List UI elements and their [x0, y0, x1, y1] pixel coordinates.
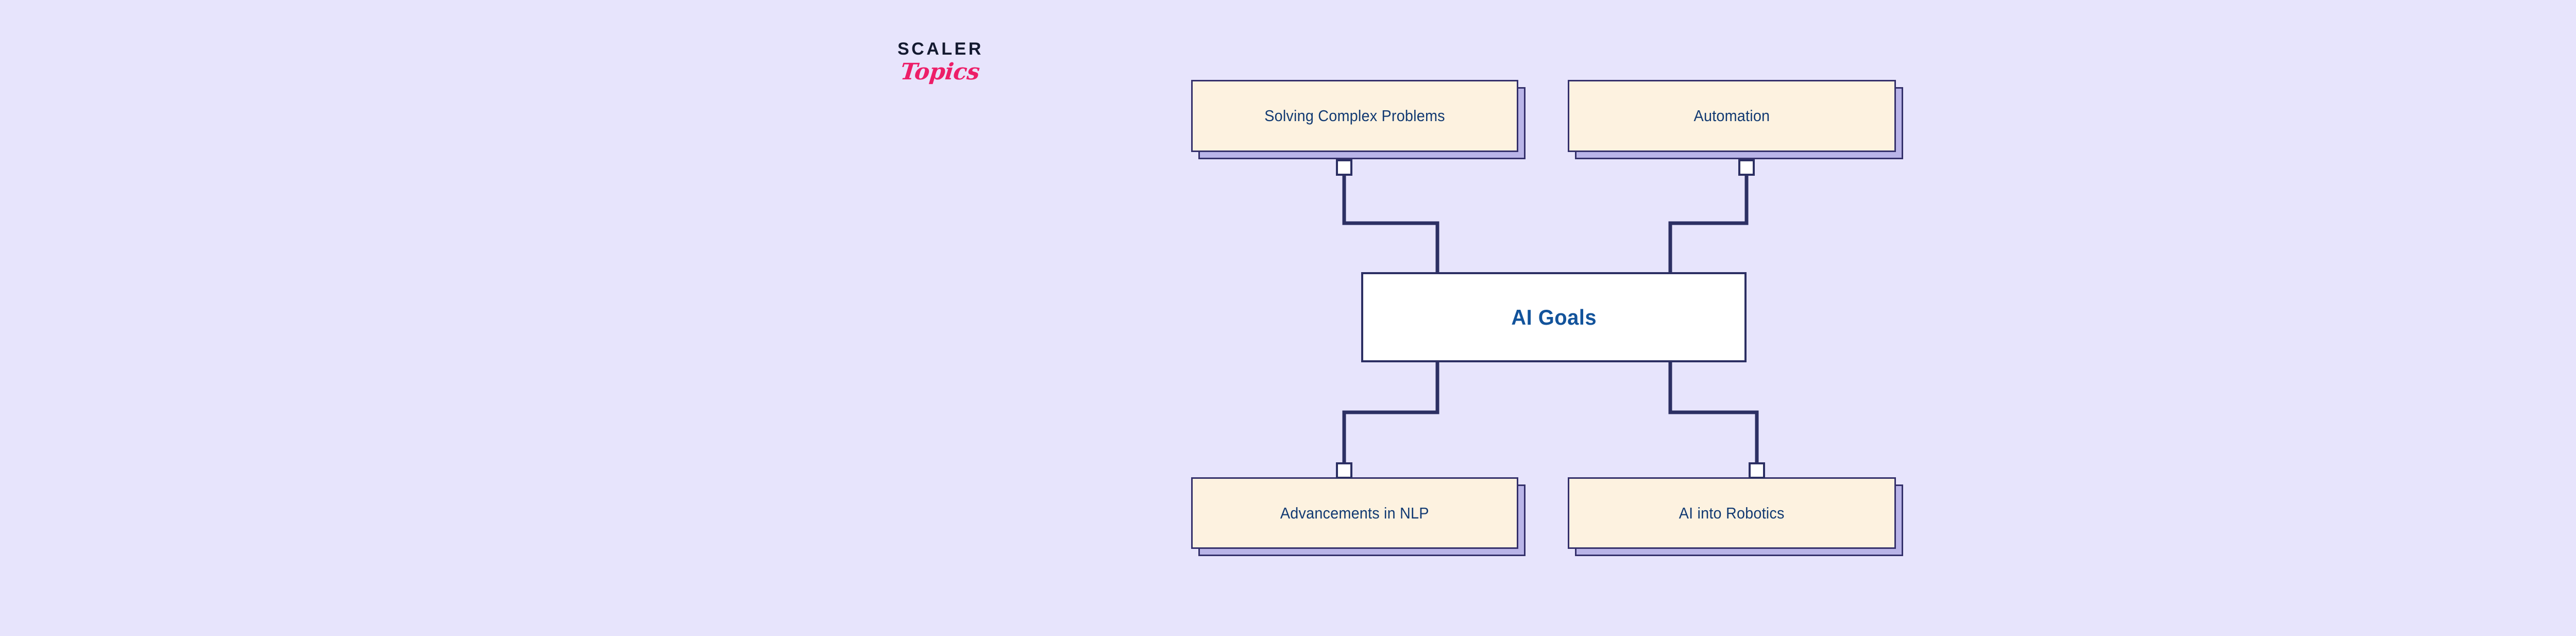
logo-wordmark: SCALER [897, 39, 984, 59]
node-label: Advancements in NLP [1280, 504, 1429, 522]
node-body[interactable]: Automation [1568, 80, 1896, 152]
connector-handle-solving-complex-problems[interactable] [1336, 159, 1352, 176]
node-body[interactable]: Advancements in NLP [1191, 477, 1518, 549]
scaler-topics-logo: SCALER Topics [897, 40, 1052, 102]
node-ai-goals[interactable]: AI Goals [1361, 272, 1747, 362]
edge-advancements-in-nlp [1342, 362, 1439, 477]
node-label: AI into Robotics [1679, 504, 1785, 522]
node-body[interactable]: Solving Complex Problems [1191, 80, 1518, 152]
edge-solving-complex-problems [1342, 175, 1439, 272]
connector-handle-advancements-in-nlp[interactable] [1336, 462, 1352, 479]
node-label: Solving Complex Problems [1264, 107, 1445, 125]
node-automation[interactable]: Automation [1568, 80, 1903, 159]
node-solving-complex-problems[interactable]: Solving Complex Problems [1191, 80, 1526, 159]
node-advancements-in-nlp[interactable]: Advancements in NLP [1191, 477, 1526, 556]
node-label: AI Goals [1511, 305, 1597, 329]
node-ai-into-robotics[interactable]: AI into Robotics [1568, 477, 1903, 556]
connector-handle-automation[interactable] [1738, 159, 1755, 176]
node-label: Automation [1693, 107, 1770, 125]
edge-ai-into-robotics [1668, 362, 1759, 477]
edge-automation [1668, 175, 1749, 272]
node-body[interactable]: AI Goals [1361, 272, 1747, 362]
logo-script-text: Topics [899, 59, 981, 85]
node-body[interactable]: AI into Robotics [1568, 477, 1896, 549]
connector-handle-ai-into-robotics[interactable] [1749, 462, 1765, 479]
